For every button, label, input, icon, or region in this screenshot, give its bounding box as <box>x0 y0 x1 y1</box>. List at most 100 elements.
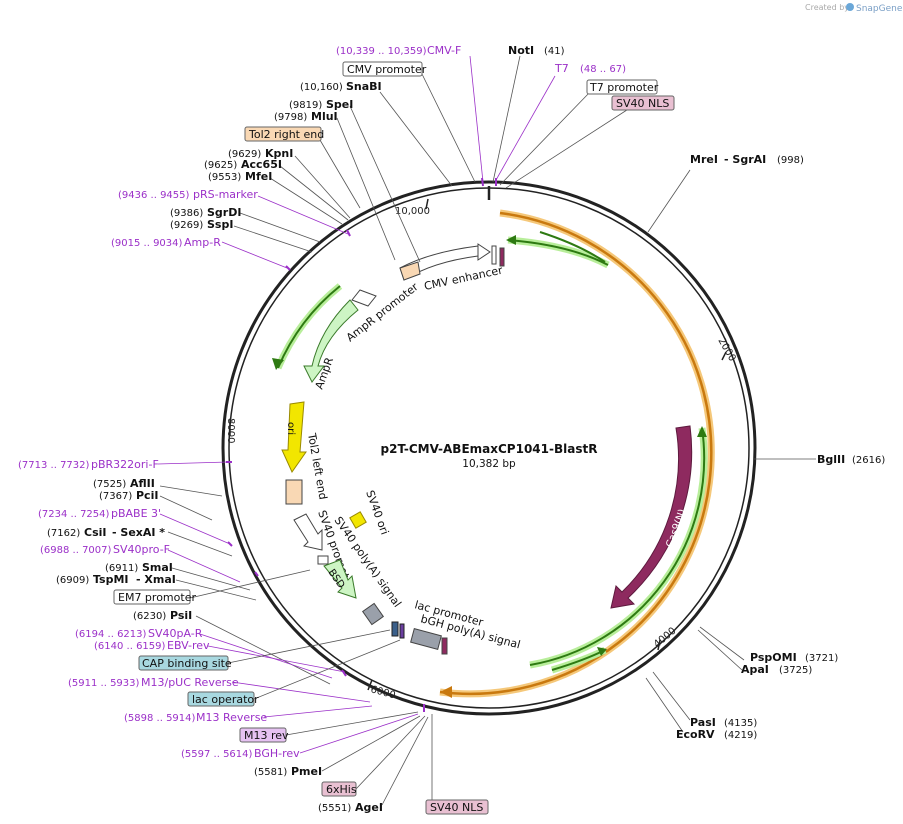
em7-feature <box>317 555 329 565</box>
cap-binding-site-box-label: CAP binding site <box>142 657 232 670</box>
enzyme-snabi-name: SnaBI <box>346 80 382 93</box>
enzyme-mlui-pos: (9798) <box>274 112 307 123</box>
primer-ampr-name: Amp-R <box>184 236 221 249</box>
leader-lines <box>157 55 816 806</box>
lac-operator-box-label: lac operator <box>192 693 259 706</box>
6xhis-box <box>321 781 357 797</box>
tol2-left-label: Tol2 left end <box>305 431 330 500</box>
enzyme-kpni-name: KpnI <box>265 147 293 160</box>
bsd-feature <box>323 559 357 599</box>
cmv-promoter-box <box>342 61 423 77</box>
primer-ebv-coords: (6140 .. 6159) <box>94 641 166 652</box>
tol2-left-feature <box>285 479 303 505</box>
ori-feature <box>281 401 307 474</box>
primer-ticks <box>226 177 497 712</box>
tick-label-6000: 6000 <box>369 684 396 701</box>
cmv-enhancer-label: CMV enhancer <box>423 263 504 292</box>
m13-rev-box-label: M13 rev <box>244 729 289 742</box>
primer-ebv-name: EBV-rev <box>167 639 210 652</box>
primer-m13puc-name: M13/pUC Reverse <box>141 676 239 689</box>
enzyme-pspomi-name: PspOMI <box>750 651 797 664</box>
enzyme-kpni-pos: (9629) <box>228 149 261 160</box>
sv40-nls-top-box <box>611 95 675 111</box>
primer-pbabe-coords: (7234 .. 7254) <box>38 509 110 520</box>
enzyme-psii-name: PsiI <box>170 609 192 622</box>
cap-binding-site-box <box>138 655 229 671</box>
enzyme-mrei-name: MreI <box>690 153 718 166</box>
primer-sv40pa-name: SV40pA-R <box>148 627 203 640</box>
enzyme-xmai-name: - XmaI <box>136 573 176 586</box>
enzyme-tspmi-pos: (6909) <box>56 575 89 586</box>
tick-6000 <box>367 679 373 691</box>
tick-10000 <box>425 198 429 210</box>
enzyme-smai-name: SmaI <box>142 561 173 574</box>
sv40-nls-bottom-box <box>425 799 489 815</box>
sv40-polya-feature <box>361 602 385 626</box>
enzyme-sgrdi-name: SgrDI <box>207 206 241 219</box>
enzyme-pmei-name: PmeI <box>291 765 322 778</box>
enzyme-apai-name: ApaI <box>741 663 769 676</box>
lac-promoter-feature <box>391 621 399 637</box>
enzyme-acc65i-pos: (9625) <box>204 160 237 171</box>
tick-label-2000: 2000 <box>715 336 737 364</box>
sv40-ori-label: SV40 ori <box>363 489 391 537</box>
enzyme-ecorv-pos: (4219) <box>724 730 757 741</box>
green-arrowhead-bottom <box>597 647 607 656</box>
green-arrowhead-right <box>697 426 707 437</box>
enzyme-csii-name: CsiI <box>84 526 106 539</box>
enzyme-spei-pos: (9819) <box>289 100 322 111</box>
plasmid-length: 10,382 bp <box>462 458 516 470</box>
primer-cmv-f-coords: (10,339 .. 10,359) <box>336 46 427 57</box>
primer-pbr322-coords: (7713 .. 7732) <box>18 460 90 471</box>
backbone-outer-ring <box>221 180 757 716</box>
snapgene-logo-icon <box>846 3 854 11</box>
enzyme-sexai-name: - SexAI * <box>112 526 165 539</box>
ampr-feature <box>303 299 359 383</box>
enzyme-ecorv-name: EcoRV <box>676 728 715 741</box>
tol2-right-box <box>244 126 322 142</box>
enzyme-sspi-name: SspI <box>207 218 233 231</box>
enzyme-sgrdi-pos: (9386) <box>170 208 203 219</box>
enzyme-spei-name: SpeI <box>326 98 353 111</box>
enzyme-pasi-name: PasI <box>690 716 716 729</box>
enzyme-smai-pos: (6911) <box>105 563 138 574</box>
enzyme-aflii-name: AflII <box>130 477 155 490</box>
primer-sv40pa-coords: (6194 .. 6213) <box>75 629 147 640</box>
enzyme-mfei-pos: (9553) <box>208 172 241 183</box>
ampr-promoter-feature <box>351 289 377 307</box>
t7-promoter-feature <box>491 245 497 265</box>
bgh-polya-feature <box>410 628 442 650</box>
enzyme-mfei-name: MfeI <box>245 170 272 183</box>
cmv-promoter-box-label: CMV promoter <box>347 63 427 76</box>
primer-m13rev-coords: (5898 .. 5914) <box>124 713 196 724</box>
tick-label-8000: 8000 <box>225 418 236 443</box>
orf-arrowhead <box>440 686 452 698</box>
enzyme-apai-pos: (3725) <box>779 665 812 676</box>
green-arrowhead-top <box>506 235 516 245</box>
ori-label: ori <box>285 422 296 435</box>
primer-bgh-coords: (5597 .. 5614) <box>181 749 253 760</box>
primer-t7-name: T7 <box>554 62 569 75</box>
primer-sv40pro-coords: (6988 .. 7007) <box>40 545 112 556</box>
enzyme-pmei-pos: (5581) <box>254 767 287 778</box>
green-arrowhead-left <box>272 358 284 370</box>
orf-arc <box>439 211 713 696</box>
t7-promoter-box-label: T7 promoter <box>589 81 659 94</box>
tick-2000 <box>721 351 727 361</box>
sv40-nls-top-feature <box>499 247 505 267</box>
green-arrow-left <box>277 285 341 369</box>
enzyme-tspmi-name: TspMI <box>93 573 129 586</box>
t7-promoter-box <box>586 79 658 95</box>
enzyme-bglii-name: BglII <box>817 453 845 466</box>
primer-prs-name: pRS-marker <box>193 188 258 201</box>
cas9-feature <box>610 425 693 609</box>
plasmid-name: p2T-CMV-ABEmaxCP1041-BlastR <box>381 442 598 456</box>
created-by-text: Created by <box>805 3 849 12</box>
enzyme-pcii-pos: (7367) <box>99 491 132 502</box>
primer-sv40pro-name: SV40pro-F <box>113 543 170 556</box>
tick-label-10000: 10,000 <box>395 206 430 217</box>
enzyme-mrei-pos: (998) <box>777 155 804 166</box>
enzyme-agei-pos: (5551) <box>318 803 351 814</box>
